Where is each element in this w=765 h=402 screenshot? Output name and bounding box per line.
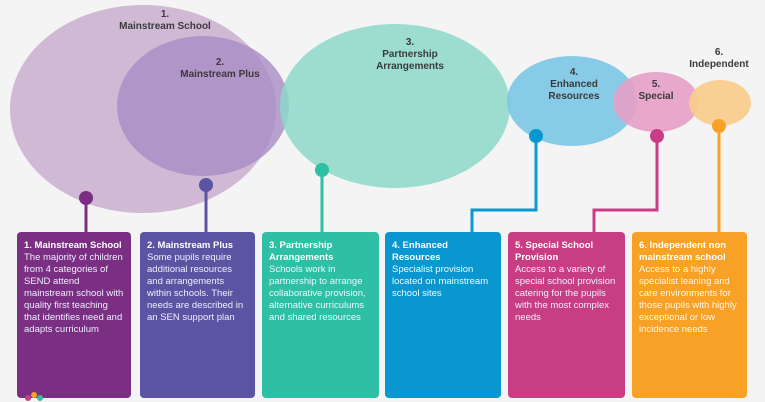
- bubble-label-1: 1. Mainstream School: [100, 9, 230, 33]
- connector-4: [470, 136, 538, 233]
- bubble-mainstream-plus: [117, 36, 289, 176]
- card-partnership: 3. Partnership Arrangements Schools work…: [262, 232, 379, 398]
- card-title: 4. Enhanced Resources: [392, 240, 448, 263]
- card-body: Some pupils require additional resources…: [147, 252, 244, 323]
- card-mainstream-plus: 2. Mainstream Plus Some pupils require a…: [140, 232, 255, 398]
- bubble-num-6: 6.: [714, 47, 724, 58]
- bubble-enhanced: [507, 56, 637, 146]
- bubble-label-6: 6. Independent: [680, 47, 758, 71]
- card-body: The majority of children from 4 categori…: [24, 252, 124, 335]
- node-2: [199, 178, 213, 192]
- card-enhanced-resources: 4. Enhanced Resources Specialist provisi…: [385, 232, 501, 398]
- logo-icon: [25, 392, 43, 401]
- node-5: [650, 129, 664, 143]
- card-independent: 6. Independent non mainstream school Acc…: [632, 232, 747, 398]
- bubble-special: [613, 72, 699, 132]
- bubble-num-1: 1.: [160, 9, 170, 20]
- card-body: Schools work in partnership to arrange c…: [269, 264, 366, 323]
- card-title: 2. Mainstream Plus: [147, 240, 234, 251]
- card-body: Specialist provision located on mainstre…: [392, 264, 489, 299]
- node-3: [315, 163, 329, 177]
- bubble-text-2: Mainstream Plus: [180, 69, 260, 80]
- bubble-num-5: 5.: [651, 79, 661, 90]
- connector-5: [592, 136, 659, 233]
- node-6: [712, 119, 726, 133]
- bubble-text-6: Independent: [689, 59, 749, 70]
- bubble-text-3: Partnership Arrangements: [376, 49, 444, 72]
- node-4: [529, 129, 543, 143]
- card-body: Access to a variety of special school pr…: [515, 264, 616, 323]
- bubble-text-4: Enhanced Resources: [548, 79, 600, 102]
- card-title: 6. Independent non mainstream school: [639, 240, 727, 263]
- node-1: [79, 191, 93, 205]
- bubble-label-2: 2. Mainstream Plus: [160, 57, 280, 81]
- card-body: Access to a highly specialist leaning an…: [639, 264, 737, 335]
- bubble-independent: [689, 80, 751, 126]
- card-mainstream-school: 1. Mainstream School The majority of chi…: [17, 232, 131, 398]
- bubble-text-5: Special: [638, 91, 674, 102]
- card-special-school: 5. Special School Provision Access to a …: [508, 232, 625, 398]
- bubble-num-3: 3.: [405, 37, 415, 48]
- card-title: 1. Mainstream School: [24, 240, 122, 251]
- bubble-label-4: 4. Enhanced Resources: [536, 67, 612, 103]
- bubble-label-3: 3. Partnership Arrangements: [350, 37, 470, 73]
- card-title: 5. Special School Provision: [515, 240, 594, 263]
- bubble-num-2: 2.: [215, 57, 225, 68]
- bubble-text-1: Mainstream School: [119, 21, 211, 32]
- bubble-partnership: [280, 24, 510, 188]
- bubble-num-4: 4.: [569, 67, 579, 78]
- bubble-label-5: 5. Special: [628, 79, 684, 103]
- card-title: 3. Partnership Arrangements: [269, 240, 334, 263]
